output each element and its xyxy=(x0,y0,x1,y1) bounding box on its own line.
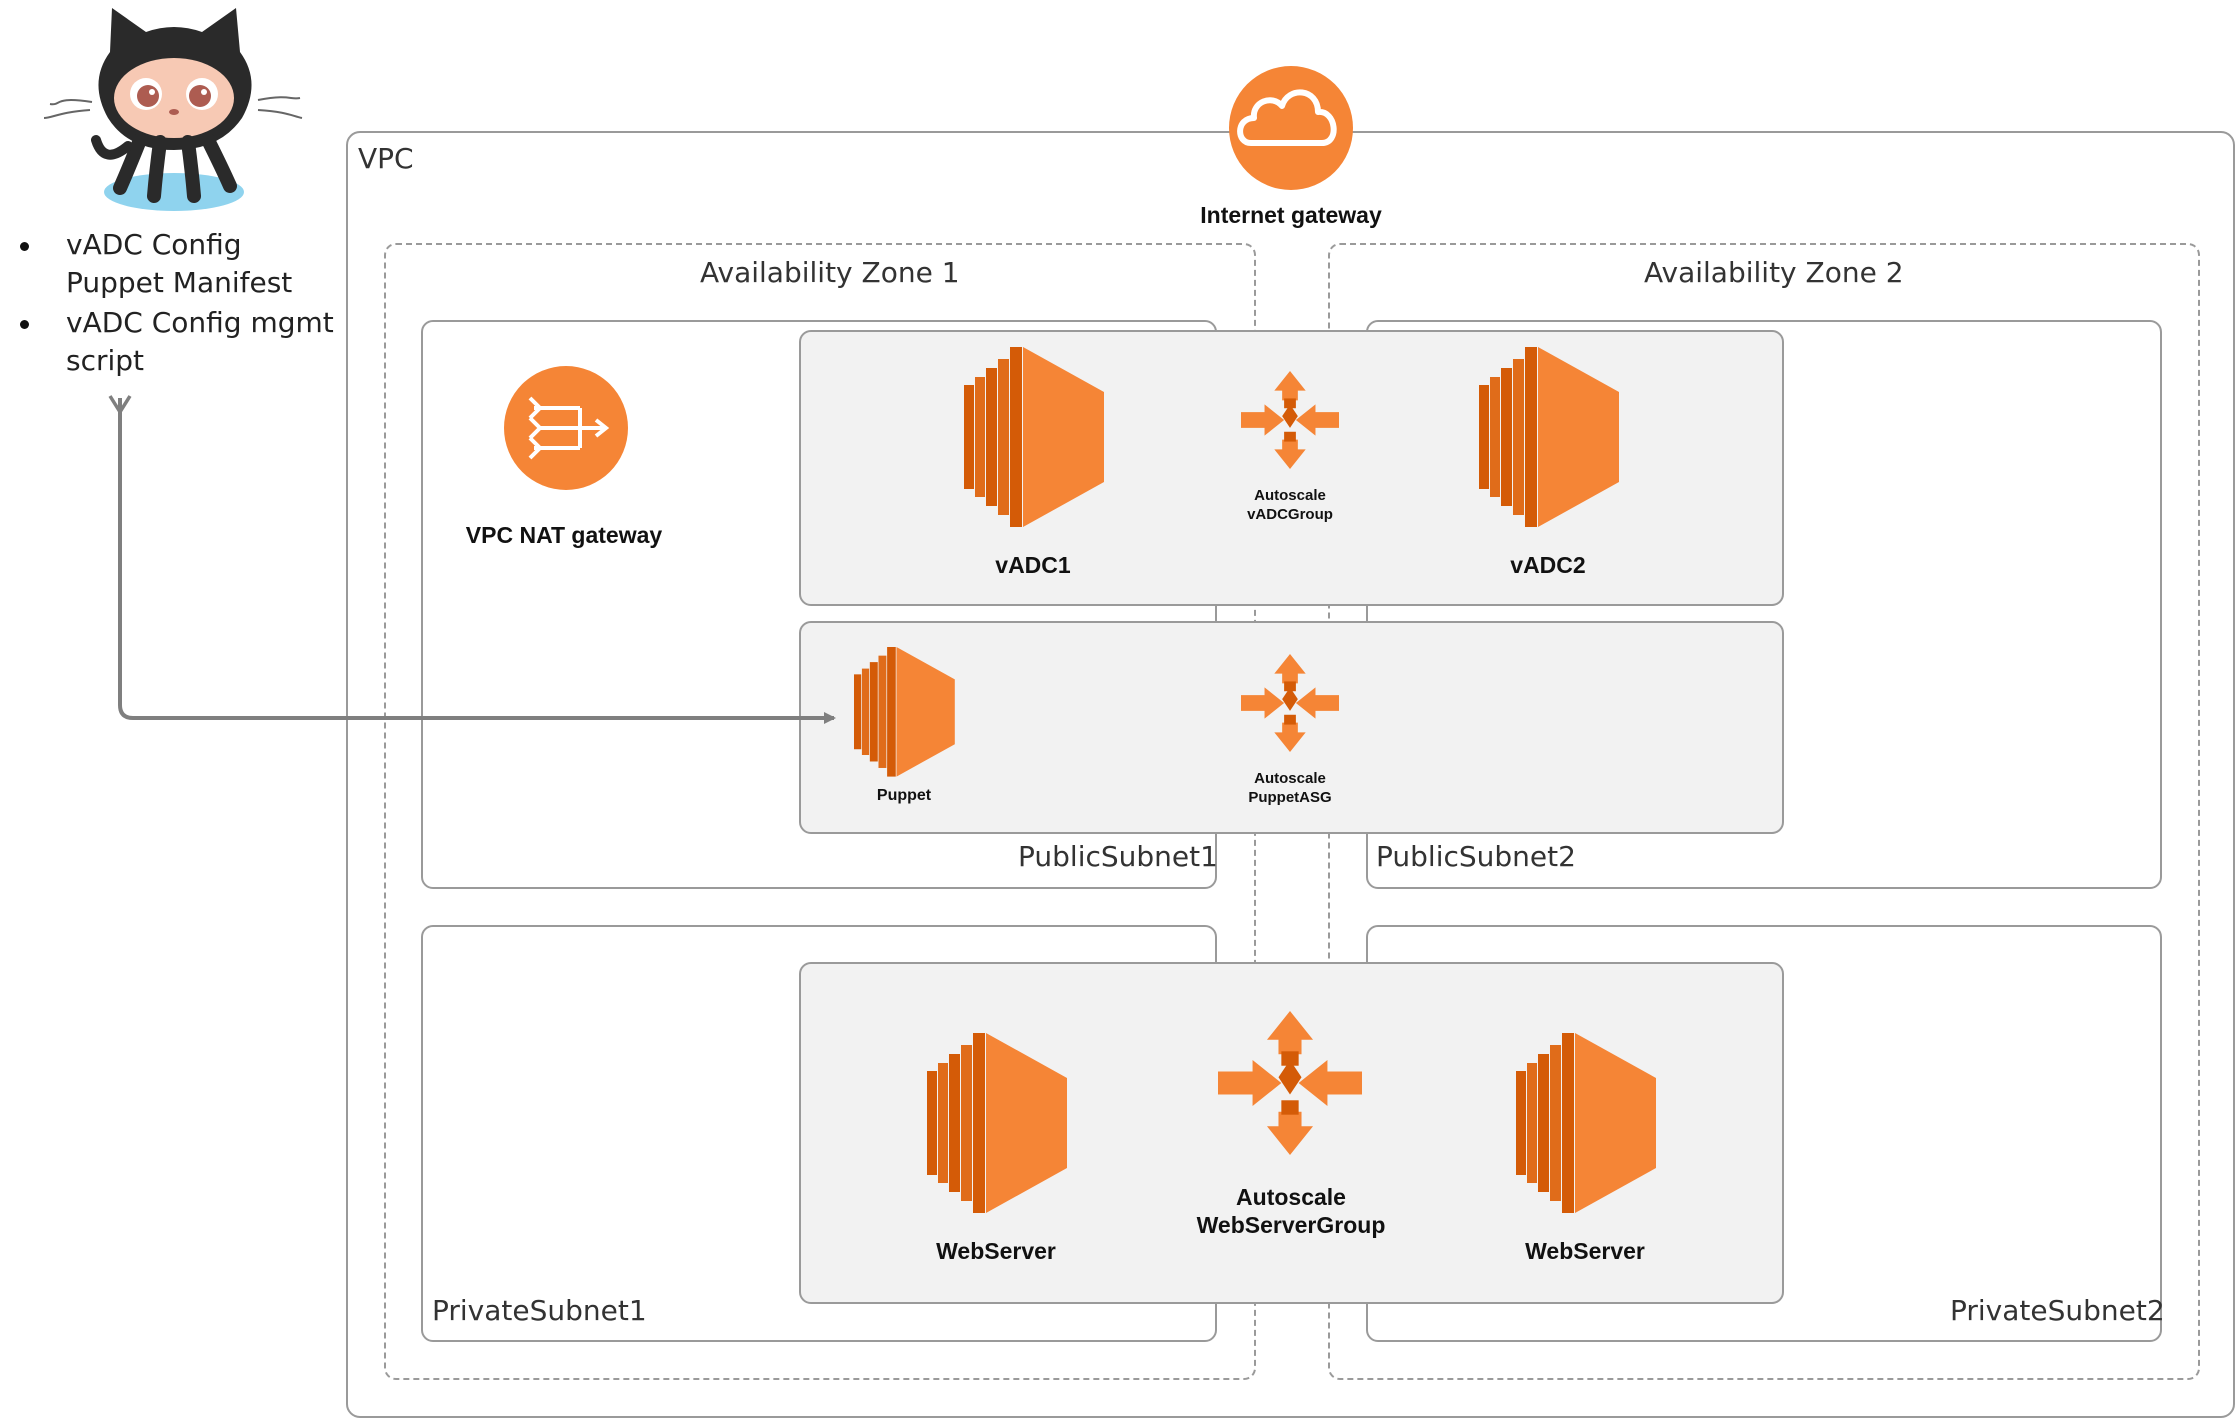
webserver1-label: WebServer xyxy=(936,1238,1056,1264)
vadc2-instance-icon xyxy=(1479,347,1619,527)
puppet-autoscale-icon xyxy=(1241,654,1339,752)
webserver-autoscale-label-line2: WebServerGroup xyxy=(1196,1212,1386,1238)
webserver2-label: WebServer xyxy=(1525,1238,1645,1264)
availability-zone-1-label: Availability Zone 1 xyxy=(700,256,960,289)
webserver2-instance-icon xyxy=(1516,1033,1656,1213)
vadc1-label: vADC1 xyxy=(995,552,1071,578)
nat-gateway-icon xyxy=(504,366,628,490)
availability-zone-2-label: Availability Zone 2 xyxy=(1644,256,1904,289)
webserver-autoscale-icon xyxy=(1218,1011,1362,1155)
webserver1-instance-icon xyxy=(927,1033,1067,1213)
repo-file-item[interactable]: vADC Config mgmt script xyxy=(18,304,348,380)
cloud-icon xyxy=(1229,66,1353,190)
puppet-autoscale-label-line2: PuppetASG xyxy=(1248,789,1332,806)
connector-arrow xyxy=(108,395,836,724)
vadc-autoscale-label-line2: vADCGroup xyxy=(1247,506,1333,523)
nat-gateway-label: VPC NAT gateway xyxy=(465,522,663,548)
private-subnet-1-label: PrivateSubnet1 xyxy=(432,1294,647,1327)
github-octocat-icon xyxy=(43,8,303,211)
private-subnet-2-label: PrivateSubnet2 xyxy=(1950,1294,2165,1327)
vadc-autoscale-label-line1: Autoscale xyxy=(1254,487,1326,504)
webserver-autoscale-label-line1: Autoscale xyxy=(1236,1184,1346,1210)
puppet-autoscale-label-line1: Autoscale xyxy=(1254,770,1326,787)
public-subnet-2-label: PublicSubnet2 xyxy=(1376,840,1576,873)
repo-file-list: vADC Config Puppet Manifest vADC Config … xyxy=(18,226,348,382)
repo-file-item[interactable]: vADC Config Puppet Manifest xyxy=(18,226,348,302)
vadc-autoscale-icon xyxy=(1241,371,1339,469)
vadc1-instance-icon xyxy=(964,347,1104,527)
internet-gateway-label: Internet gateway xyxy=(1200,202,1382,228)
puppet-instance-icon xyxy=(854,647,955,777)
public-subnet-1-label: PublicSubnet1 xyxy=(1018,840,1218,873)
vpc-label: VPC xyxy=(358,142,414,175)
vadc2-label: vADC2 xyxy=(1510,552,1586,578)
puppet-label: Puppet xyxy=(876,787,932,804)
